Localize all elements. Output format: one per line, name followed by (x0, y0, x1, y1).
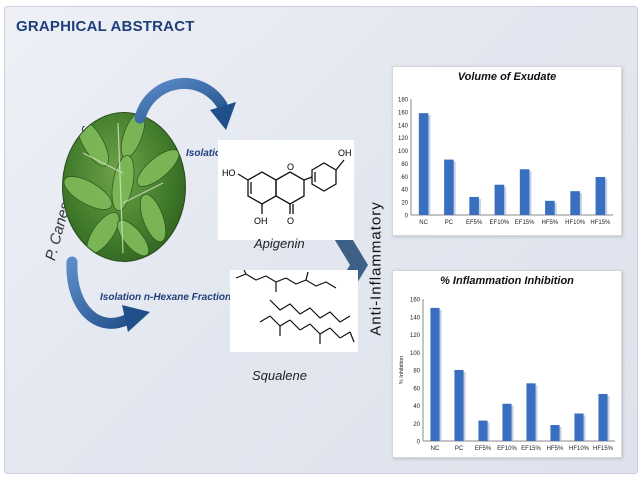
bar-HF10% (574, 413, 584, 441)
y-tick-label: 0 (417, 440, 421, 446)
apigenin-structure: OH HO OH O O (222, 148, 352, 226)
y-tick-label: 40 (401, 188, 408, 194)
bar-PC (454, 370, 464, 441)
x-tick-label: EF15% (521, 446, 541, 452)
bar-EF5% (478, 420, 488, 441)
x-tick-label: PC (455, 446, 464, 452)
x-tick-label: HF10% (565, 220, 586, 226)
x-tick-label: NC (431, 446, 440, 452)
atom-ho-left: HO (222, 168, 236, 178)
y-tick-label: 100 (410, 351, 421, 357)
squalene-card (230, 269, 358, 352)
x-tick-label: EF10% (497, 446, 517, 452)
y-tick-label: 160 (410, 298, 421, 304)
x-tick-label: HF5% (542, 220, 559, 226)
squalene-name: Squalene (252, 368, 307, 383)
bar-PC (444, 159, 454, 215)
squalene-structure (235, 269, 355, 344)
y-tick-label: 80 (413, 369, 420, 375)
y-axis-label: % Inhibition (399, 356, 405, 384)
atom-oh-bottom: OH (254, 216, 268, 226)
leaves-illustration (63, 113, 180, 257)
apigenin-name: Apigenin (254, 236, 305, 251)
x-tick-label: HF10% (569, 446, 590, 452)
x-tick-label: HF5% (547, 446, 564, 452)
plant-leaves-image (62, 112, 186, 262)
chart-2-title: % Inflammation Inhibition (440, 275, 574, 287)
y-tick-label: 60 (413, 386, 420, 392)
chart-inflammation-inhibition: % Inflammation Inhibition 0 20 40 60 80 100 12… (392, 270, 622, 458)
y-tick-label: 140 (410, 315, 421, 321)
bar-HF5% (550, 425, 560, 441)
bar-HF15% (595, 176, 606, 215)
y-tick-label: 40 (413, 404, 420, 410)
y-tick-label: 0 (405, 214, 409, 220)
atom-o-ring: O (287, 162, 294, 172)
bar-HF15% (598, 393, 608, 441)
bar-HF5% (545, 200, 555, 215)
y-tick-label: 120 (398, 136, 409, 142)
y-tick-label: 180 (398, 98, 409, 104)
bar-EF15% (519, 169, 530, 215)
arrow-label-hexane: Isolation n-Hexane Fraction (100, 292, 232, 303)
x-tick-label: NC (419, 220, 428, 226)
x-tick-label: HF15% (590, 220, 611, 226)
y-tick-label: 20 (413, 422, 420, 428)
x-tick-label: EF5% (475, 446, 492, 452)
apigenin-card: OH HO OH O O (218, 140, 354, 240)
y-tick-label: 20 (401, 201, 408, 207)
effect-label: Anti-Inflammatory (367, 201, 385, 336)
bar-EF10% (502, 403, 512, 441)
x-tick-label: HF15% (593, 446, 614, 452)
bar-EF10% (494, 184, 505, 215)
chart-1-title: Volume of Exudate (457, 71, 557, 83)
x-tick-label: EF15% (515, 220, 535, 226)
y-tick-label: 160 (398, 110, 409, 116)
bar-NC (418, 113, 429, 215)
chart-volume-of-exudate: Volume of Exudate 0 20 40 60 80 100 120 140 160 1… (392, 66, 622, 236)
bar-EF15% (526, 383, 536, 441)
x-tick-label: EF10% (490, 220, 510, 226)
x-tick-label: EF5% (466, 220, 483, 226)
y-tick-label: 100 (398, 149, 409, 155)
bar-NC (430, 307, 440, 441)
atom-oh-right: OH (338, 148, 352, 158)
y-tick-label: 80 (401, 162, 408, 168)
bar-HF10% (570, 191, 580, 215)
x-tick-label: PC (445, 220, 454, 226)
y-tick-label: 140 (398, 123, 409, 129)
bar-EF5% (469, 196, 479, 215)
page-title: GRAPHICAL ABSTRACT (16, 18, 195, 35)
atom-o-bottom: O (287, 216, 294, 226)
y-tick-label: 120 (410, 333, 421, 339)
y-tick-label: 60 (401, 175, 408, 181)
